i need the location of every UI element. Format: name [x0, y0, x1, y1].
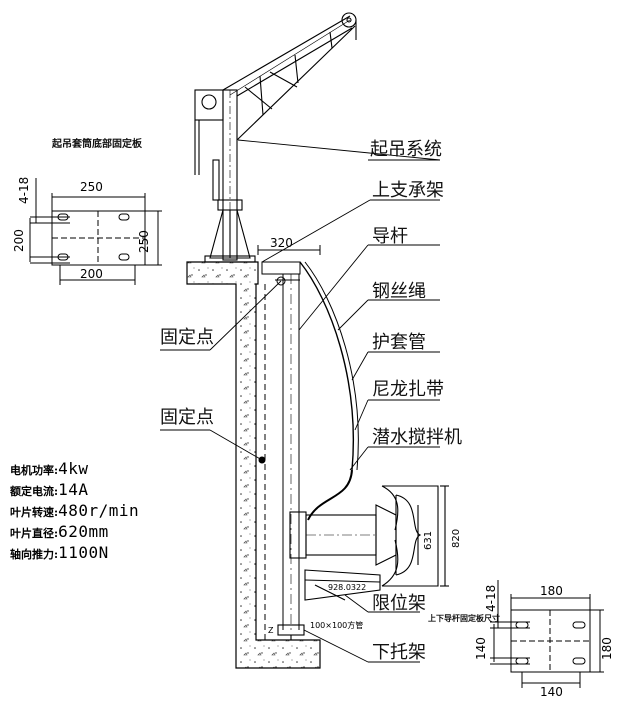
lifting-crane	[194, 12, 357, 263]
dim-bot-right: 180	[600, 637, 614, 660]
label-wire-rope: 钢丝绳	[372, 281, 426, 302]
dim-mixer-body: 820	[451, 528, 462, 548]
spec-row: 叶片转速:480r/min	[10, 501, 140, 520]
dim-limit-spacing: 928.0322	[328, 583, 367, 592]
label-lifting-system: 起吊系统	[370, 139, 442, 160]
dim-square-tube: 100×100方管	[310, 621, 364, 630]
dim-top-bottom: 200	[80, 267, 103, 281]
bottom-plate-title: 上下导杆固定板尺寸	[428, 613, 500, 623]
top-plate-title: 起吊套筒底部固定板	[52, 139, 142, 150]
label-upper-bracket: 上支承架	[372, 180, 444, 201]
dim-bot-hole: 4-18	[484, 584, 498, 612]
dim-bot-left: 140	[474, 637, 488, 660]
spec-row: 额定电流:14A	[10, 480, 89, 499]
dim-top-right: 250	[137, 230, 151, 253]
dim-bracket-width: 320	[270, 236, 293, 250]
dim-top-hole: 4-18	[17, 176, 31, 204]
submersible-mixer	[277, 485, 449, 640]
label-sleeve: 护套管	[372, 332, 426, 353]
top-fixing-plate	[29, 178, 162, 285]
guide-rod-assembly	[257, 245, 359, 640]
label-fixed-point-2: 固定点	[160, 407, 214, 428]
dim-mixer-height: 631	[423, 530, 434, 550]
dim-bottom-z: Z	[268, 626, 274, 635]
concrete-structure	[186, 261, 321, 669]
bottom-guide-plate	[490, 580, 604, 688]
dim-bot-width: 180	[540, 584, 563, 598]
label-limit-frame: 限位架	[372, 593, 426, 614]
dim-top-left: 200	[12, 229, 26, 252]
dim-top-width: 250	[80, 180, 103, 194]
leader-lines	[160, 139, 441, 663]
spec-row: 电机功率:4kw	[10, 459, 89, 478]
dim-bot-bottom: 140	[540, 685, 563, 699]
label-nylon-strap: 尼龙扎带	[372, 379, 444, 400]
spec-row: 轴向推力:1100N	[10, 543, 109, 562]
spec-row: 叶片直径:620mm	[10, 522, 109, 541]
label-fixed-point-1: 固定点	[160, 327, 214, 348]
label-guide-rod: 导杆	[372, 226, 408, 247]
label-lower-bracket: 下托架	[372, 642, 426, 663]
label-submersible-mixer: 潜水搅拌机	[372, 427, 462, 448]
